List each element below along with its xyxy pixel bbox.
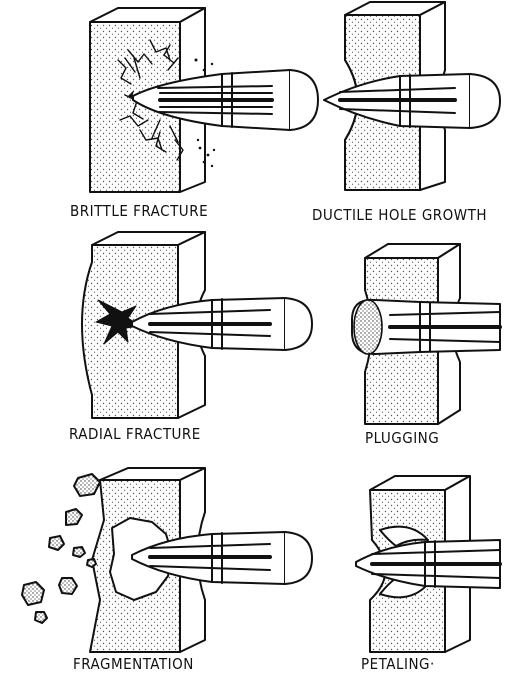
caption-radial-fracture: RADIAL FRACTURE: [69, 425, 201, 443]
caption-ductile-hole-growth: DUCTILE HOLE GROWTH: [312, 206, 487, 224]
caption-fragmentation: FRAGMENTATION: [73, 655, 194, 673]
fragmentation-illustration: [22, 468, 312, 652]
ductile-hole-growth-illustration: [324, 2, 500, 190]
radial-fracture-illustration: [82, 232, 312, 418]
caption-petaling: PETALING·: [361, 655, 435, 673]
petaling-illustration: [356, 476, 500, 652]
brittle-fracture-illustration: [90, 8, 318, 192]
caption-brittle-fracture: BRITTLE FRACTURE: [70, 202, 208, 220]
caption-plugging: PLUGGING: [365, 429, 439, 447]
plugging-illustration: [352, 244, 500, 424]
